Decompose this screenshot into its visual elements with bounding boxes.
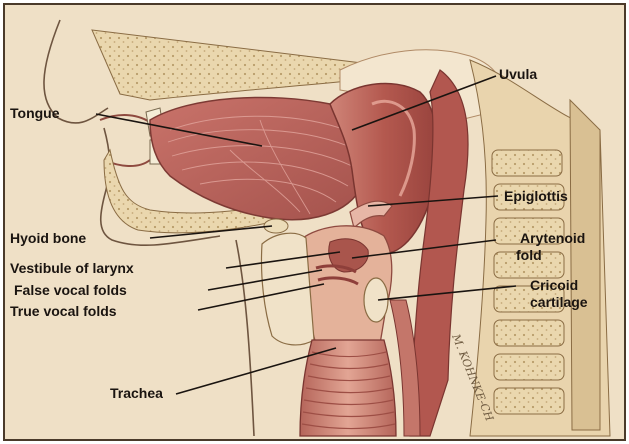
label-arytenoid-line2: fold xyxy=(516,247,542,263)
thyroid-cartilage xyxy=(261,233,314,345)
label-epiglottis: Epiglottis xyxy=(504,188,568,204)
label-cricoid-line1: Cricoid xyxy=(530,277,578,293)
label-vestibule-of-larynx: Vestibule of larynx xyxy=(10,260,134,276)
label-false-vocal-folds: False vocal folds xyxy=(14,282,127,298)
label-true-vocal-folds: True vocal folds xyxy=(10,303,117,319)
label-hyoid-bone: Hyoid bone xyxy=(10,230,86,246)
label-cricoid-line2: cartilage xyxy=(530,294,588,310)
label-uvula: Uvula xyxy=(499,66,537,82)
label-tongue: Tongue xyxy=(10,105,60,121)
label-arytenoid-line1: Arytenoid xyxy=(520,230,585,246)
label-trachea: Trachea xyxy=(110,385,163,401)
